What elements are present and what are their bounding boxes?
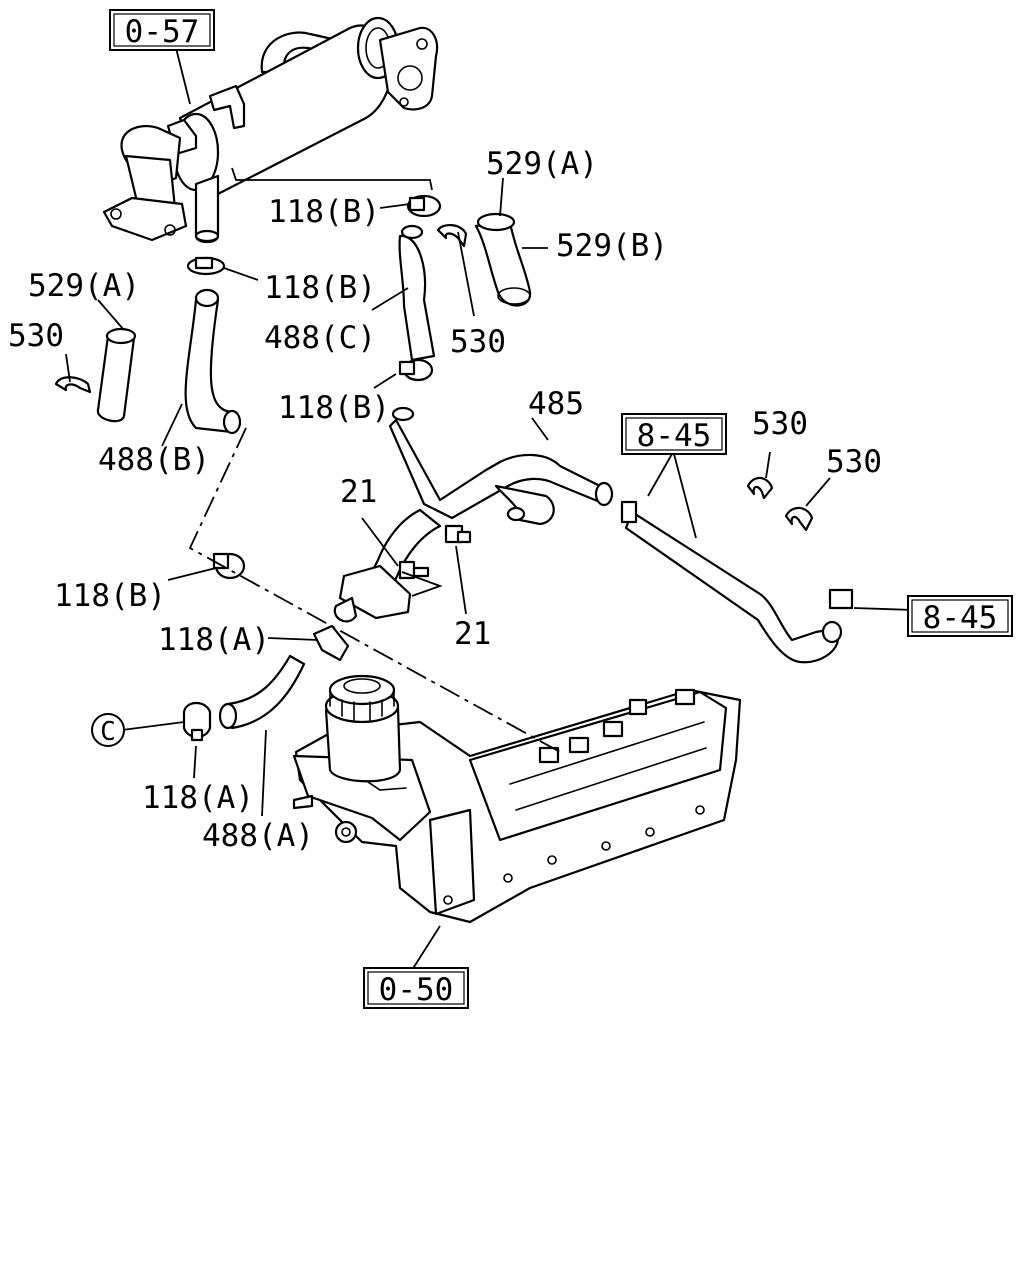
reference-0-57[interactable]: 0-57 [109,9,215,51]
clip-530-left [54,376,92,394]
hose-488b [184,288,242,435]
hose-488c [398,224,436,362]
svg-text:C: C [100,717,116,747]
oil-cooler-assembly [292,688,742,924]
hose-488a [218,654,306,730]
clamp-118b-2 [406,194,442,218]
reference-8-45-right[interactable]: 8-45 [907,595,1013,637]
hose-529a-left [96,327,137,423]
svg-text:8-45: 8-45 [637,418,712,454]
egr-cooler [102,16,439,244]
callout-118b-1: 118(B) [268,194,380,230]
reference-0-50[interactable]: 0-50 [363,967,469,1009]
svg-text:0-50: 0-50 [379,972,454,1008]
svg-text:0-57: 0-57 [125,14,200,50]
callout-529a-left: 529(A) [28,268,140,304]
reference-8-45-top[interactable]: 8-45 [621,413,727,455]
reference-c-circle[interactable]: C [91,713,125,747]
clamp-118a-1 [312,624,350,662]
callout-118b-2: 118(B) [264,270,376,306]
callout-529a-top: 529(A) [486,146,598,182]
callout-529b: 529(B) [556,228,668,264]
callout-530-r2: 530 [826,444,882,480]
clip-530-r1 [746,476,774,500]
phantom-lines [188,427,561,753]
callout-118a-1: 118(A) [158,622,270,658]
callout-530-mid: 530 [450,324,506,360]
callout-488c: 488(C) [264,320,376,356]
callout-118a-2: 118(A) [142,780,254,816]
callout-21-left: 21 [340,474,377,510]
clamp-118a-2 [182,701,212,742]
pipe-485 [333,406,614,623]
bolt-21-left [398,560,430,580]
callout-485: 485 [528,386,584,422]
clamp-118b-3 [398,358,434,382]
oil-filter [324,674,402,783]
svg-text:8-45: 8-45 [923,600,998,636]
hose-529b [474,212,532,307]
callout-118b-4: 118(B) [54,578,166,614]
clamp-118b-1 [186,256,226,276]
clip-530-mid [436,224,468,248]
clip-530-r2 [784,506,814,532]
clamp-8-45 [828,588,854,610]
callout-488b: 488(B) [98,442,210,478]
leader-lines [65,47,915,971]
callout-118b-3: 118(B) [278,390,390,426]
callout-488a: 488(A) [202,818,314,854]
callout-21-right: 21 [454,616,491,652]
callout-530-left: 530 [8,318,64,354]
bolt-21-right [444,524,472,544]
callout-530-r1: 530 [752,406,808,442]
clamp-118b-4 [212,552,246,580]
hose-8-45 [620,500,843,664]
